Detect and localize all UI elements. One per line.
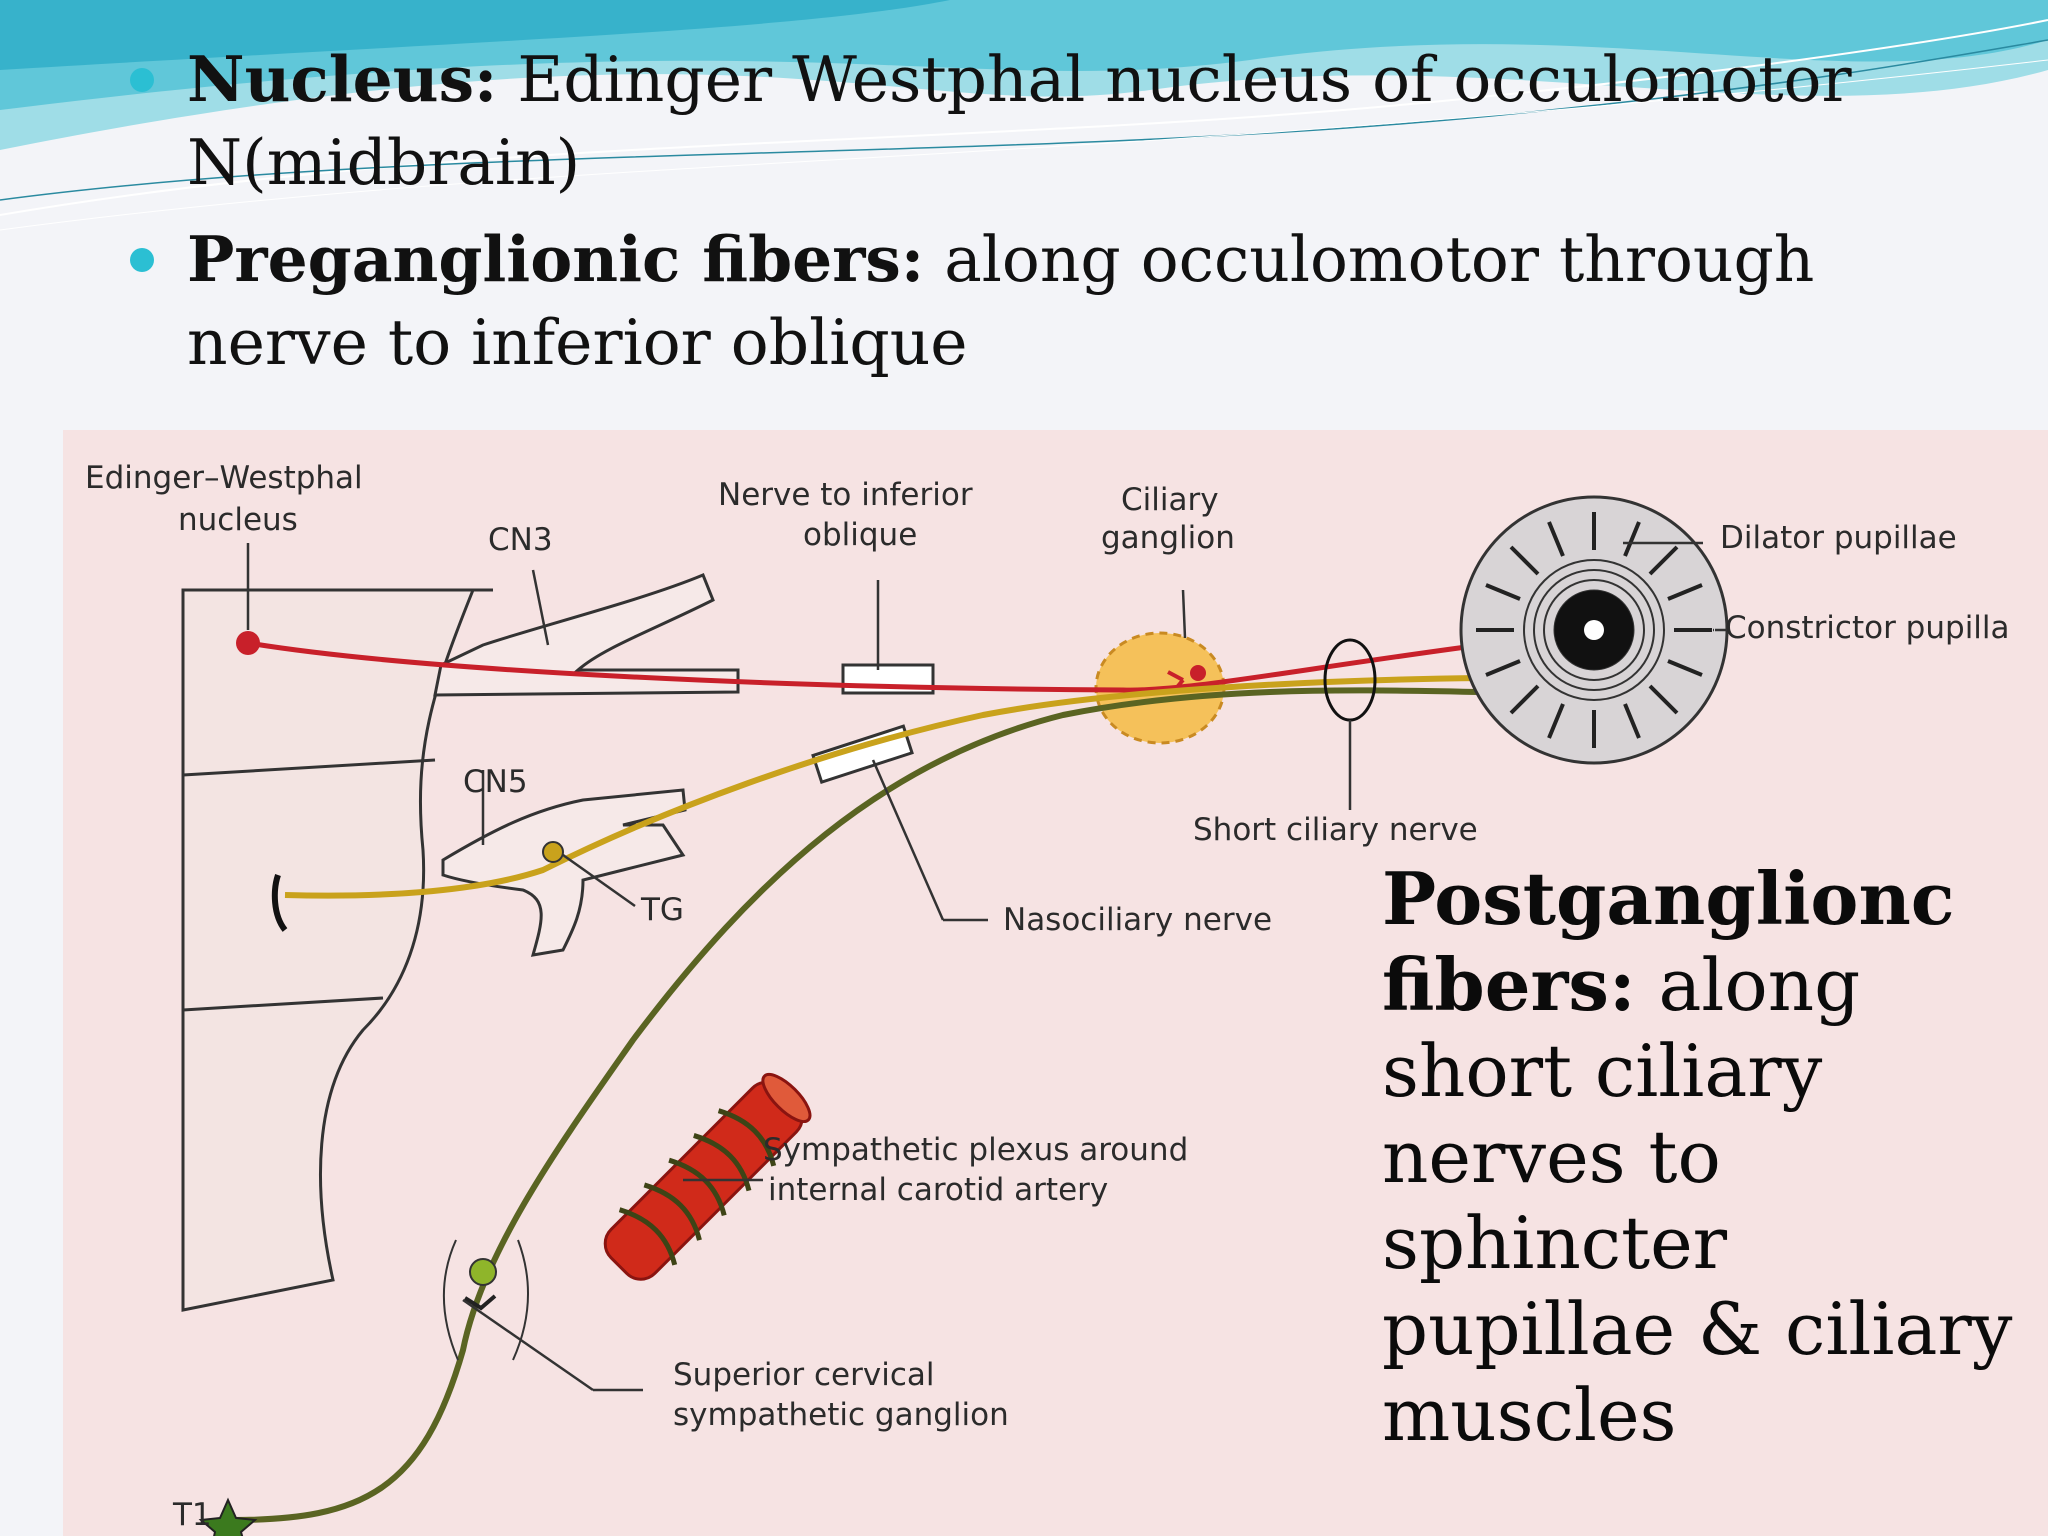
ciliary-ganglion-cell — [1190, 665, 1206, 681]
tg-cell — [542, 841, 564, 863]
label-cn3: CN3 — [488, 522, 553, 558]
bullet-dot-icon — [130, 68, 154, 92]
sympathetic-ganglion-outline — [442, 1239, 529, 1361]
label-superior-cervical-2: sympathetic ganglion — [673, 1397, 1009, 1433]
postganglionic-term: Postganglionc fibers: — [1382, 856, 1955, 1027]
sensory-fiber — [284, 675, 1484, 899]
bullet-preganglionic: Preganglionic fibers: along occulomotor … — [130, 218, 2010, 384]
bullet-nucleus: Nucleus: Edinger Westphal nucleus of occ… — [130, 38, 2010, 204]
ew-nucleus-cell — [236, 631, 260, 655]
sympathetic-fiber — [232, 687, 1484, 1523]
bullet-list: Nucleus: Edinger Westphal nucleus of occ… — [130, 38, 2010, 398]
iris — [1459, 495, 1729, 765]
postganglionic-text: Postganglionc fibers: along short ciliar… — [1382, 856, 2022, 1458]
bullet-dot-icon — [130, 248, 154, 272]
postganglionic-body: along short ciliary nerves to sphincter … — [1382, 943, 2013, 1457]
label-sympathetic-plexus-1: Sympathetic plexus around — [763, 1132, 1188, 1168]
trigeminal-root-arc — [271, 874, 288, 932]
bullet-text: Edinger Westphal nucleus of occulomotor … — [187, 43, 1852, 199]
bullet-term: Nucleus: — [187, 42, 498, 116]
label-superior-cervical-1: Superior cervical — [673, 1357, 934, 1393]
header-wave — [0, 0, 2048, 231]
leader-lines — [246, 541, 1727, 1392]
label-tg: TG — [640, 892, 684, 928]
label-ciliary-ganglion-2: ganglion — [1101, 520, 1235, 556]
label-t1: T1 — [172, 1497, 212, 1533]
label-nerve-inferior-oblique-1: Nerve to inferior — [718, 477, 973, 513]
superior-cervical-ganglion-cell — [469, 1258, 497, 1286]
label-sympathetic-plexus-2: internal carotid artery — [768, 1172, 1108, 1208]
brainstem-outline — [181, 588, 493, 1312]
label-dilator-pupillae: Dilator pupillae — [1720, 520, 1957, 556]
label-nasociliary-nerve: Nasociliary nerve — [1003, 902, 1272, 938]
cn3-nerve-trunk — [433, 573, 740, 697]
label-cn5: CN5 — [463, 764, 528, 800]
parasympathetic-fiber — [247, 640, 1482, 693]
label-constrictor-pupillae: Constrictor pupilla — [1725, 610, 2010, 646]
label-ciliary-ganglion-1: Ciliary — [1121, 482, 1219, 518]
label-nerve-inferior-oblique-2: oblique — [803, 517, 917, 553]
t1-star-icon — [198, 1497, 258, 1536]
label-short-ciliary-nerve: Short ciliary nerve — [1193, 812, 1478, 848]
bullet-text: along occulomotor through nerve to infer… — [187, 223, 1815, 379]
bullet-term: Preganglionic fibers: — [187, 222, 925, 296]
